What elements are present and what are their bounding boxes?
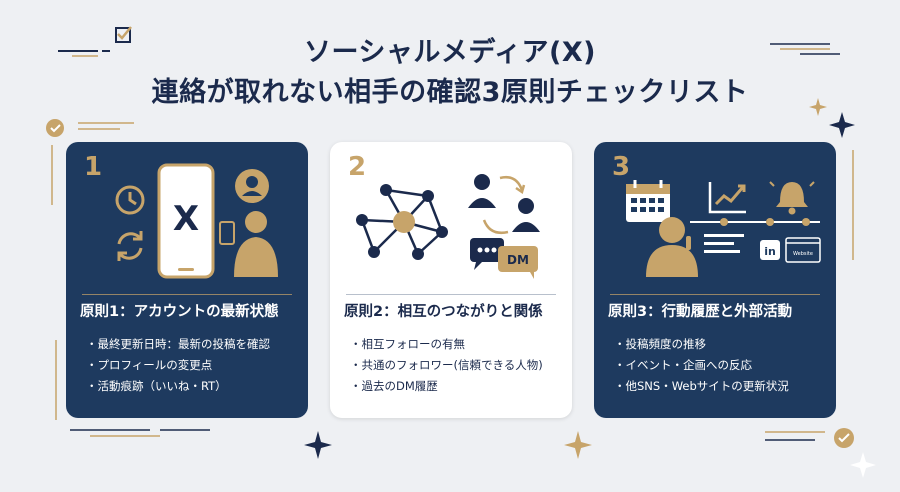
users-exchange-icon bbox=[468, 174, 540, 234]
list-item: 共通のフォロワー(信頼できる人物) bbox=[350, 355, 568, 376]
card-number: 3 bbox=[612, 152, 631, 182]
bottom-sparkles bbox=[304, 431, 592, 459]
refresh-icon bbox=[117, 231, 143, 261]
card-title: 原則1：アカウントの最新状態 bbox=[80, 304, 279, 320]
chat-bubble-icon bbox=[470, 238, 538, 279]
checklist: 最終更新日時：最新の投稿を確認 プロフィールの変更点 活動痕跡（いいね・RT） bbox=[86, 334, 304, 397]
x-logo-icon: X bbox=[173, 199, 199, 239]
network-nodes bbox=[356, 184, 448, 260]
person-with-phone-icon bbox=[219, 211, 278, 277]
linkedin-label: in bbox=[764, 245, 776, 258]
top-left-decoration bbox=[58, 26, 132, 57]
line-chart-icon bbox=[708, 182, 746, 214]
list-item: 最終更新日時：最新の投稿を確認 bbox=[86, 334, 304, 355]
card-number: 2 bbox=[348, 152, 367, 182]
activity-illustration: in Website bbox=[626, 180, 821, 277]
checklist: 投稿頻度の推移 イベント・企画への反応 他SNS・Webサイトの更新状況 bbox=[614, 334, 832, 397]
list-item: プロフィールの変更点 bbox=[86, 355, 304, 376]
checklist: 相互フォローの有無 共通のフォロワー(信頼できる人物) 過去のDM履歴 bbox=[350, 334, 568, 397]
list-item: 活動痕跡（いいね・RT） bbox=[86, 376, 304, 397]
list-item: イベント・企画への反応 bbox=[614, 355, 832, 376]
timeline-icon bbox=[690, 218, 820, 226]
card-divider bbox=[82, 294, 292, 295]
card-title: 原則2：相互のつながりと関係 bbox=[344, 304, 543, 320]
calendar-icon bbox=[626, 180, 670, 222]
list-item: 過去のDM履歴 bbox=[350, 376, 568, 397]
top-right-decoration bbox=[770, 43, 855, 138]
smartphone-icon bbox=[157, 163, 215, 279]
clock-icon bbox=[115, 185, 145, 215]
left-check-icon bbox=[46, 119, 134, 205]
list-item: 投稿頻度の推移 bbox=[614, 334, 832, 355]
network-illustration: DM bbox=[356, 174, 540, 279]
card-divider bbox=[610, 294, 820, 295]
page-title-line2: 連絡が取れない相手の確認3原則チェックリスト bbox=[151, 77, 749, 108]
principle-card-3: 3 bbox=[594, 142, 836, 418]
bottom-left-decoration bbox=[55, 340, 210, 437]
right-side-lines bbox=[852, 150, 854, 260]
dm-label: DM bbox=[507, 253, 529, 267]
bell-icon bbox=[769, 181, 815, 215]
post-lines-icon bbox=[704, 234, 744, 253]
list-item: 他SNS・Webサイトの更新状況 bbox=[614, 376, 832, 397]
principle-card-2: 2 bbox=[330, 142, 572, 418]
user-profile-icon bbox=[235, 169, 269, 203]
page-title-line1: ソーシャルメディア(X) bbox=[303, 37, 597, 68]
card-divider bbox=[346, 294, 556, 295]
smartphone-illustration: X bbox=[115, 163, 278, 279]
website-icon bbox=[785, 237, 821, 263]
bottom-right-decoration bbox=[765, 428, 876, 478]
linkedin-icon bbox=[760, 240, 780, 260]
principle-card-1: 1 X 原則1：アカウントの最新状態 最終更新 bbox=[66, 142, 308, 418]
list-item: 相互フォローの有無 bbox=[350, 334, 568, 355]
website-label: Website bbox=[793, 251, 813, 257]
card-title: 原則3：行動履歴と外部活動 bbox=[608, 304, 793, 320]
card-number: 1 bbox=[84, 152, 103, 182]
thinking-person-icon bbox=[646, 217, 698, 277]
